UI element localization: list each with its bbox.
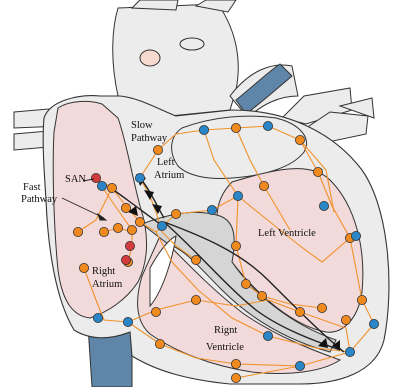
label-fast-pathway-1: Fast [23, 182, 41, 193]
label-left-atrium-1: Left [157, 157, 175, 168]
label-left-atrium-2: Atrium [154, 170, 184, 181]
label-right-ventricle-1: Rignt [214, 325, 237, 336]
label-right-atrium-1: Right [92, 266, 115, 277]
label-left-ventricle: Left Ventricle [258, 228, 316, 239]
label-fast-pathway-2: Pathway [21, 194, 58, 205]
aortic-arch [113, 0, 298, 118]
label-slow-pathway-1: Slow [131, 120, 153, 131]
label-right-ventricle-2: Ventricle [206, 342, 244, 353]
label-san: SAN [65, 174, 86, 185]
label-right-atrium-2: Atrium [92, 279, 122, 290]
label-slow-pathway-2: Pathway [131, 133, 168, 144]
